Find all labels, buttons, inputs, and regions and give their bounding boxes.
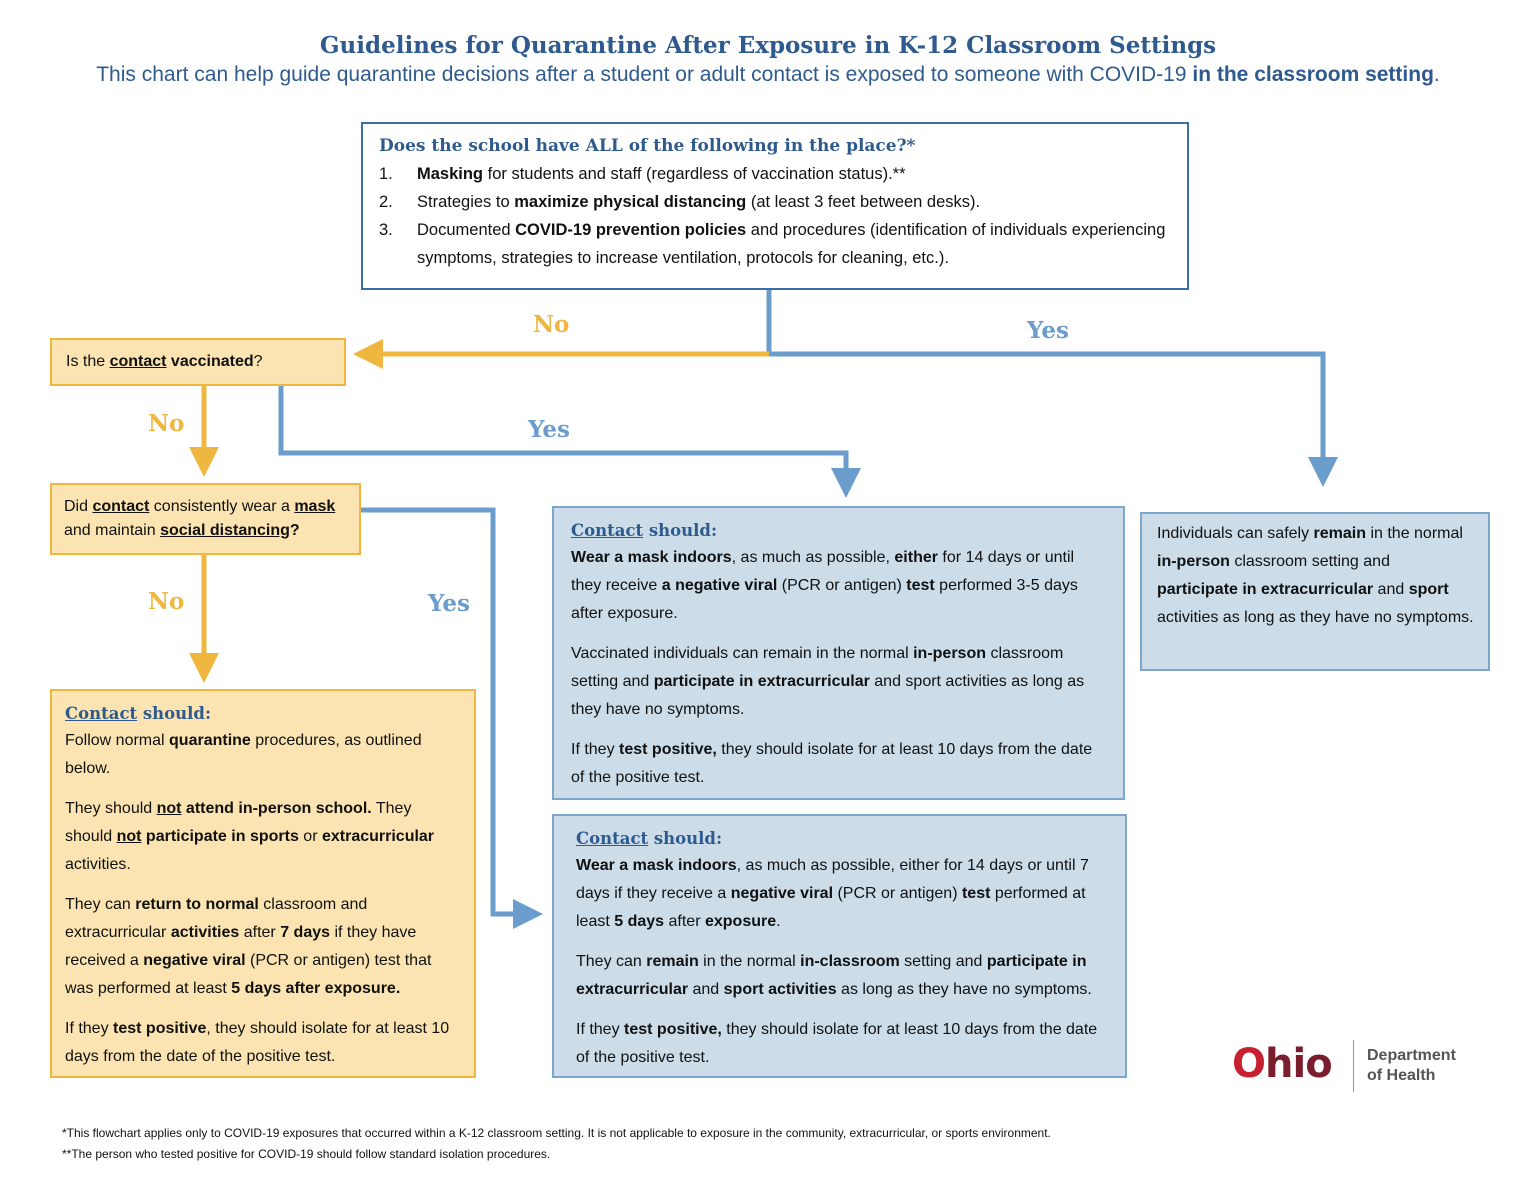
page-title: Guidelines for Quarantine After Exposure… (319, 32, 1217, 59)
quarantine-panel-heading: Contact should: (65, 704, 212, 723)
label-yes-mask: Yes (428, 590, 471, 617)
masked-p1: Wear a mask indoors, as much as possible… (576, 857, 1089, 930)
masked-p2: They can remain in the normal in-classro… (576, 953, 1092, 998)
page-subtitle: This chart can help guide quarantine dec… (96, 63, 1440, 86)
connector-yes-to-safe-remain (769, 351, 1338, 487)
label-no-school: No (533, 311, 570, 338)
vaccinated-question-box: Is the contact vaccinated? (50, 338, 346, 386)
label-no-mask: No (148, 588, 185, 615)
footnote-2: **The person who tested positive for COV… (62, 1147, 551, 1161)
masked-p3: If they test positive, they should isola… (576, 1021, 1098, 1066)
vaccinated-p2: Vaccinated individuals can remain in the… (571, 645, 1085, 718)
school-requirements-list: 1.Masking for students and staff (regard… (379, 160, 1171, 272)
masked-contact-panel: Contact should: Wear a mask indoors, as … (552, 814, 1127, 1078)
logo-divider (1353, 1040, 1354, 1092)
quarantine-panel: Contact should: Follow normal quarantine… (50, 689, 476, 1078)
ohio-logo: Ohio (1232, 1041, 1333, 1087)
vaccinated-p1: Wear a mask indoors, as much as possible… (571, 549, 1078, 622)
safe-remain-panel: Individuals can safely remain in the nor… (1140, 512, 1490, 671)
masked-panel-heading: Contact should: (576, 829, 723, 848)
connector-mask-yes (360, 507, 543, 929)
requirement-item: 1.Masking for students and staff (regard… (379, 165, 906, 183)
requirement-item: 3.Documented COVID-19 prevention policie… (379, 221, 1166, 267)
safe-remain-text: Individuals can safely remain in the nor… (1157, 525, 1474, 626)
quarantine-p1: Follow normal quarantine procedures, as … (65, 732, 422, 777)
school-question-heading: Does the school have ALL of the followin… (379, 136, 916, 156)
label-yes-vaccinated: Yes (528, 416, 571, 443)
mask-question-box: Did contact consistently wear a mask and… (50, 483, 361, 555)
vaccinated-p3: If they test positive, they should isola… (571, 741, 1093, 786)
quarantine-p4: If they test positive, they should isola… (65, 1020, 450, 1065)
label-no-vaccinated: No (148, 410, 185, 437)
vaccinated-panel-heading: Contact should: (571, 521, 718, 540)
footnote-1: *This flowchart applies only to COVID-19… (62, 1126, 1051, 1140)
school-requirements-box: Does the school have ALL of the followin… (361, 122, 1189, 290)
requirement-item: 2.Strategies to maximize physical distan… (379, 193, 981, 211)
quarantine-p3: They can return to normal classroom and … (65, 896, 432, 997)
label-yes-school: Yes (1027, 317, 1070, 344)
connector-vaccinated-yes (278, 386, 861, 498)
quarantine-p2: They should not attend in-person school.… (65, 800, 435, 873)
vaccinated-contact-panel: Contact should: Wear a mask indoors, as … (552, 506, 1125, 800)
